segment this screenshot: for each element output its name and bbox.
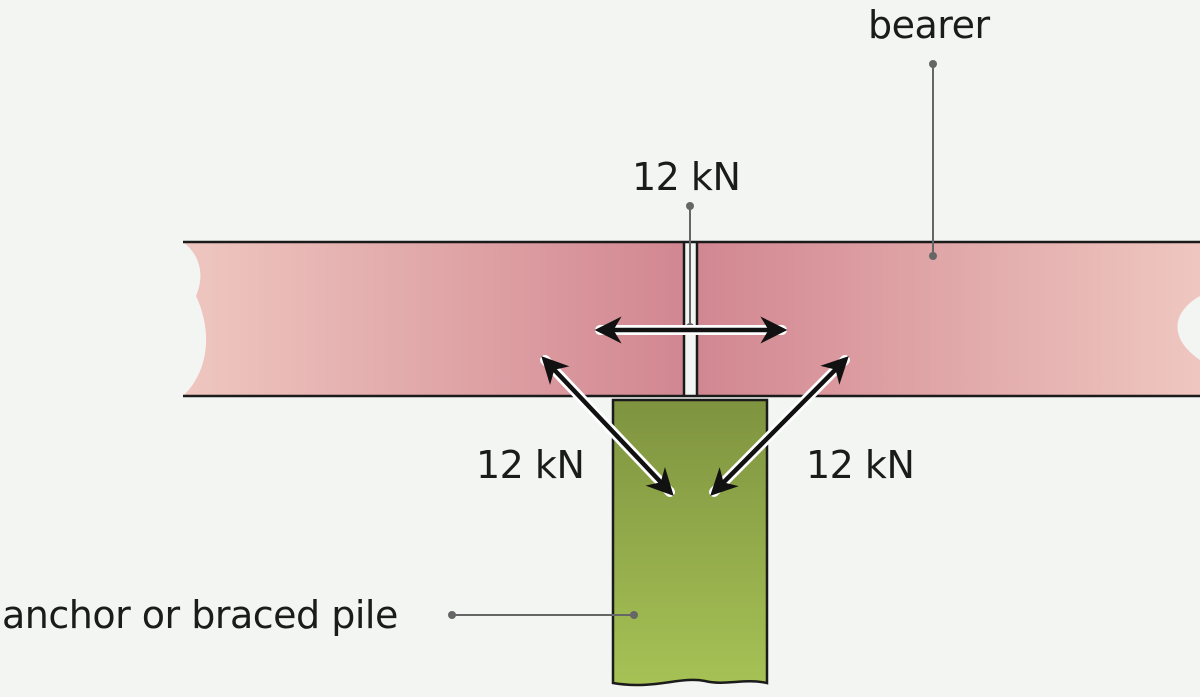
pile-body bbox=[611, 398, 769, 687]
bearer-label: bearer bbox=[868, 3, 990, 47]
top-force-label: 12 kN bbox=[632, 155, 741, 199]
pile-label: anchor or braced pile bbox=[2, 593, 398, 637]
right-force-label: 12 kN bbox=[806, 443, 915, 487]
bearer-left-segment bbox=[183, 242, 684, 396]
bearer-right-segment bbox=[697, 242, 1200, 396]
right-diagonal-force-arrow bbox=[710, 356, 849, 496]
left-force-label: 12 kN bbox=[476, 443, 585, 487]
left-diagonal-force-arrow bbox=[541, 356, 674, 496]
